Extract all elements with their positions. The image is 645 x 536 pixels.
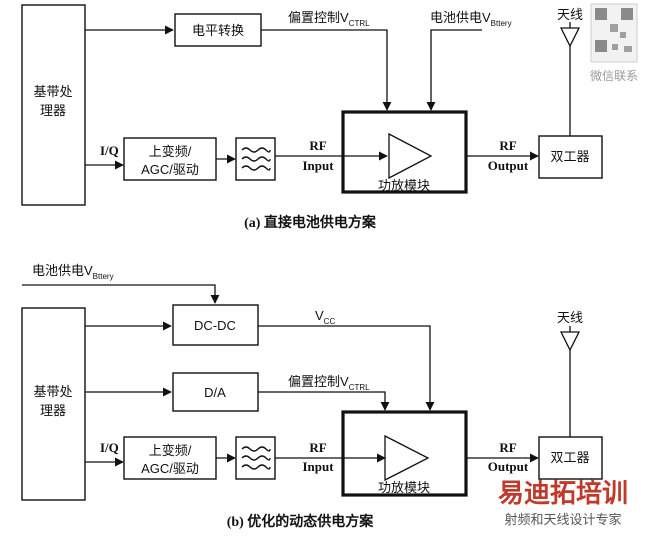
antenna-label-a: 天线 [557,7,583,22]
upconverter-label-a-line1: 上变频/ [149,144,192,159]
bias-control-label-a: 偏置控制VCTRL [288,10,370,28]
antenna-icon-b [559,331,581,352]
arrow-bias-control-a [261,29,392,111]
antenna-label-b: 天线 [557,310,583,325]
diagram-a: 基带处 理器 电平转换 偏置控制VCTRL 电池供电VBttery 功放模块 I… [21,4,603,231]
pa-module-label-b: 功放模块 [378,480,430,495]
duplexer-block-a [538,135,603,179]
baseband-label-a-line1: 基带处 [33,84,72,99]
tagline-watermark-text: 射频和天线设计专家 [504,512,621,528]
brand-watermark: 易迪拓培训 射频和天线设计专家 [498,479,628,528]
iq-label-b: I/Q [100,440,119,455]
upconverter-block-a [123,137,217,181]
baseband-label-a-line2: 理器 [40,103,66,118]
upconverter-label-b-line2: AGC/驱动 [141,461,199,476]
qr-watermark: 微信联系 [590,3,638,83]
duplexer-label-a: 双工器 [550,149,589,164]
arrow-bias-control-b [258,391,390,411]
baseband-processor-block-b [21,307,86,501]
rf-input-label-b-line2: Input [302,459,334,474]
vcc-label: VCC [315,308,335,326]
level-shift-block [174,13,262,47]
rf-input-label-a-line2: Input [302,158,334,173]
upconverter-label-a-line2: AGC/驱动 [141,162,199,177]
rf-output-label-b-line1: RF [499,440,516,455]
wechat-watermark: 微信联系 [590,69,638,83]
arrow-battery-b [22,284,220,304]
rf-input-label-a-line1: RF [309,138,326,153]
pa-module-label-a: 功放模块 [378,178,430,193]
filter-block-a [235,137,276,181]
level-shift-label: 电平转换 [192,23,244,38]
rf-output-label-b-line2: Output [488,459,529,474]
rf-output-label-a-line1: RF [499,138,516,153]
da-block [172,372,259,412]
rf-input-label-b-line1: RF [309,440,326,455]
caption-b: (b) 优化的动态供电方案 [227,513,375,530]
diagram-b: 电池供电VBttery 基带处 理器 DC-DC VCC D/A 偏置控制VCT… [21,263,603,530]
rf-output-label-a-line2: Output [488,158,529,173]
da-label: D/A [204,385,226,400]
filter-icon-a [241,147,271,171]
iq-label-a: I/Q [100,143,119,158]
arrow-vcc [258,325,435,411]
dcdc-label: DC-DC [194,318,236,333]
arrow-battery-a [426,29,482,111]
baseband-processor-block-a [21,4,86,206]
amplifier-icon-a [388,132,433,180]
dcdc-block [172,304,259,346]
baseband-label-b-line2: 理器 [40,403,66,418]
bias-control-label-b: 偏置控制VCTRL [288,374,370,392]
upconverter-block-b [123,436,217,480]
filter-icon-b [241,446,271,470]
baseband-label-b-line1: 基带处 [33,384,72,399]
filter-block-b [235,436,276,480]
battery-label-b: 电池供电VBttery [32,263,114,281]
battery-label-a: 电池供电VBttery [430,10,512,28]
antenna-icon-a [559,27,581,48]
upconverter-label-b-line1: 上变频/ [149,443,192,458]
duplexer-label-b: 双工器 [550,450,589,465]
brand-watermark-text: 易迪拓培训 [498,479,628,509]
caption-a: (a) 直接电池供电方案 [244,214,377,231]
